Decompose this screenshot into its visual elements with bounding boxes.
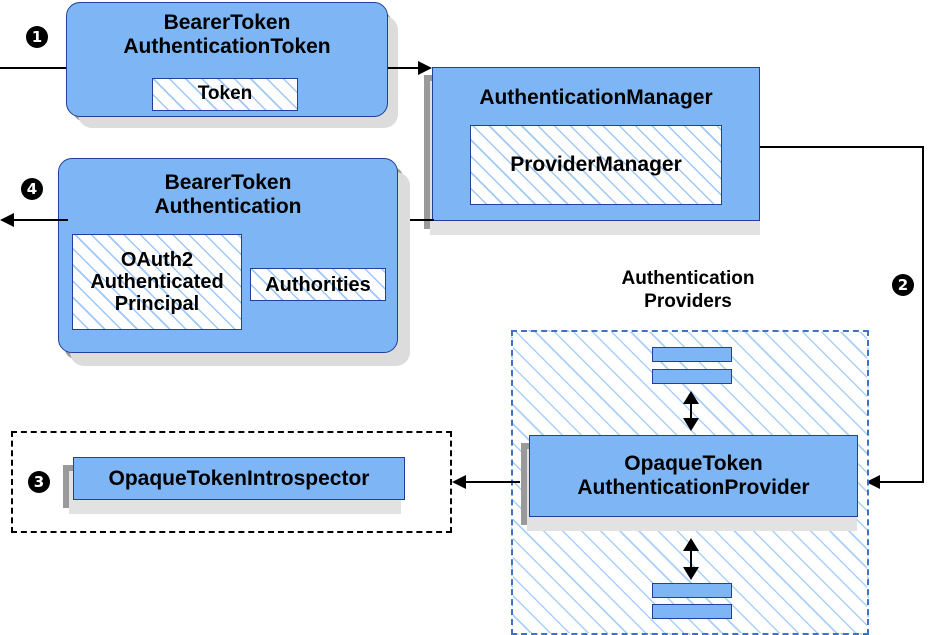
step-badge-2: 2 xyxy=(892,274,914,296)
opaque-token-authentication-provider-line2: AuthenticationProvider xyxy=(577,476,810,499)
connector-outgoing-result xyxy=(14,219,68,221)
bearer-token-authentication-token-title-line1: BearerToken xyxy=(163,11,291,34)
connector-incoming-request xyxy=(0,67,68,69)
connector-manager-to-result xyxy=(398,219,434,221)
arrow-left-icon-to-provider xyxy=(866,475,880,489)
node-provider-manager[interactable]: ProviderManager xyxy=(470,125,722,205)
step-badge-3: 3 xyxy=(28,471,50,493)
node-token-field[interactable]: Token xyxy=(152,78,298,111)
connector-manager-to-provider-top xyxy=(760,146,924,148)
provider-placeholder-bar-top-2 xyxy=(652,369,732,384)
step-badge-4: 4 xyxy=(21,178,43,200)
provider-placeholder-bar-bottom-1 xyxy=(652,583,732,598)
arrow-left-icon-outgoing xyxy=(0,213,14,227)
arrow-left-icon-to-introspector xyxy=(452,475,466,489)
authentication-providers-title-line1: Authentication xyxy=(621,268,755,289)
connector-provider-top-vertical xyxy=(690,398,692,420)
oauth2-authenticated-principal-line2: Authenticated xyxy=(90,271,224,293)
connector-token-to-manager xyxy=(388,67,424,69)
arrow-down-icon-provider-top xyxy=(683,418,699,431)
node-authorities[interactable]: Authorities xyxy=(250,268,386,301)
connector-provider-to-introspector xyxy=(466,481,520,483)
node-opaque-token-authentication-provider[interactable]: OpaqueToken AuthenticationProvider xyxy=(529,435,858,517)
provider-placeholder-bar-bottom-2 xyxy=(652,604,732,619)
opaque-token-authentication-provider-line1: OpaqueToken xyxy=(624,452,763,476)
node-oauth2-authenticated-principal[interactable]: OAuth2 Authenticated Principal xyxy=(72,234,242,330)
node-opaque-token-introspector[interactable]: OpaqueTokenIntrospector xyxy=(73,457,405,500)
connector-manager-to-provider-vertical xyxy=(922,146,924,482)
provider-placeholder-bar-top-1 xyxy=(652,347,732,362)
bearer-token-authentication-line2: Authentication xyxy=(154,194,302,218)
arrow-down-icon-provider-bottom xyxy=(683,567,699,580)
authentication-providers-title-line2: Providers xyxy=(644,291,732,313)
connector-provider-bottom-vertical xyxy=(690,545,692,571)
authentication-providers-title: Authentication Providers xyxy=(560,267,816,313)
bearer-token-authentication-line1: BearerToken xyxy=(164,171,292,194)
authentication-manager-title: AuthenticationManager xyxy=(479,86,713,109)
bearer-token-authentication-token-title-line2: AuthenticationToken xyxy=(123,34,331,58)
arrow-right-icon-token-to-manager xyxy=(418,61,432,75)
oauth2-authenticated-principal-line3: Principal xyxy=(114,293,200,315)
step-badge-1: 1 xyxy=(26,26,48,48)
arrow-up-icon-provider-bottom xyxy=(683,538,699,551)
connector-manager-to-provider-bottom xyxy=(878,481,924,483)
oauth2-authenticated-principal-line1: OAuth2 xyxy=(120,249,194,271)
arrow-up-icon-provider-top xyxy=(683,391,699,404)
